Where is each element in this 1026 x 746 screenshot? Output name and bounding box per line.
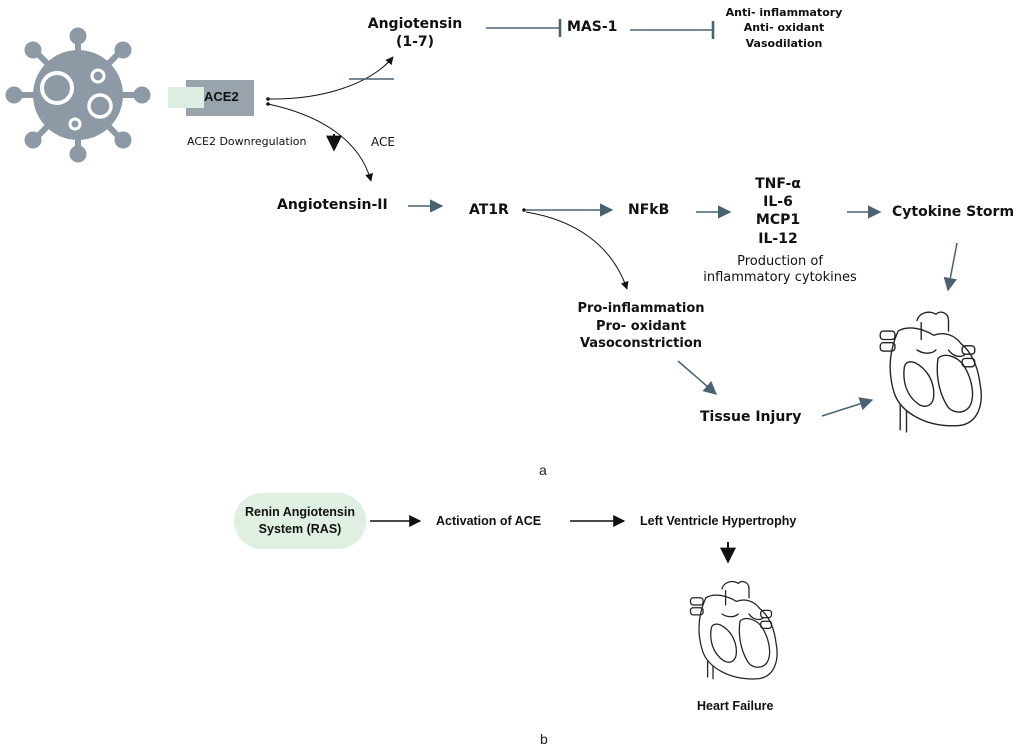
at1r-label: AT1R <box>469 202 509 218</box>
mas1-effects-list: Anti- inflammatory Anti- oxidant Vasodil… <box>725 6 843 50</box>
lvh-label: Left Ventricle Hypertrophy <box>640 514 797 528</box>
heart-icon <box>879 311 982 433</box>
arrow-ace2-to-ang17 <box>267 56 394 100</box>
heart-icon <box>689 580 778 680</box>
ace2-label: ACE2 <box>204 89 239 104</box>
cytokine-production-label: Production of inflammatory cytokines <box>703 254 857 286</box>
panel-b-caption: b <box>540 731 548 746</box>
arrow-ace2-to-angii <box>267 103 373 182</box>
tissue-injury-label: Tissue Injury <box>700 409 802 425</box>
nfkb-label: NFkB <box>628 202 670 218</box>
ras-label-line2: System (RAS) <box>258 522 342 536</box>
panel-a-caption: a <box>539 462 547 478</box>
angiotensin-1-7-label: Angiotensin (1-7) <box>367 16 463 50</box>
ras-node: Renin Angiotensin System (RAS) <box>234 493 366 549</box>
activation-ace-label: Activation of ACE <box>436 514 542 528</box>
ace2-receptor-tab <box>168 87 204 108</box>
heart-failure-label: Heart Failure <box>697 699 774 713</box>
arrow-at1r-effects <box>525 211 629 290</box>
ace2-downregulation-label: ACE2 Downregulation <box>187 135 307 148</box>
virus-icon <box>5 27 151 163</box>
arrow-injury-heart <box>821 397 874 417</box>
ras-label-line1: Renin Angiotensin <box>245 505 355 520</box>
mas1-label: MAS-1 <box>567 19 618 35</box>
ace-label: ACE <box>371 135 395 149</box>
panel-a-arrows <box>266 19 958 417</box>
angiotensin-ii-label: Angiotensin-II <box>277 197 388 213</box>
arrow-storm-heart <box>943 242 958 292</box>
cytokine-storm-label: Cytokine Storm <box>892 204 1015 220</box>
panel-b-arrows <box>370 515 736 564</box>
arrow-effects-injury <box>677 360 718 395</box>
cytokine-list: TNF-α IL-6 MCP1 IL-12 <box>755 176 801 247</box>
at1r-effects-list: Pro-inflammation Pro- oxidant Vasoconstr… <box>577 301 705 352</box>
